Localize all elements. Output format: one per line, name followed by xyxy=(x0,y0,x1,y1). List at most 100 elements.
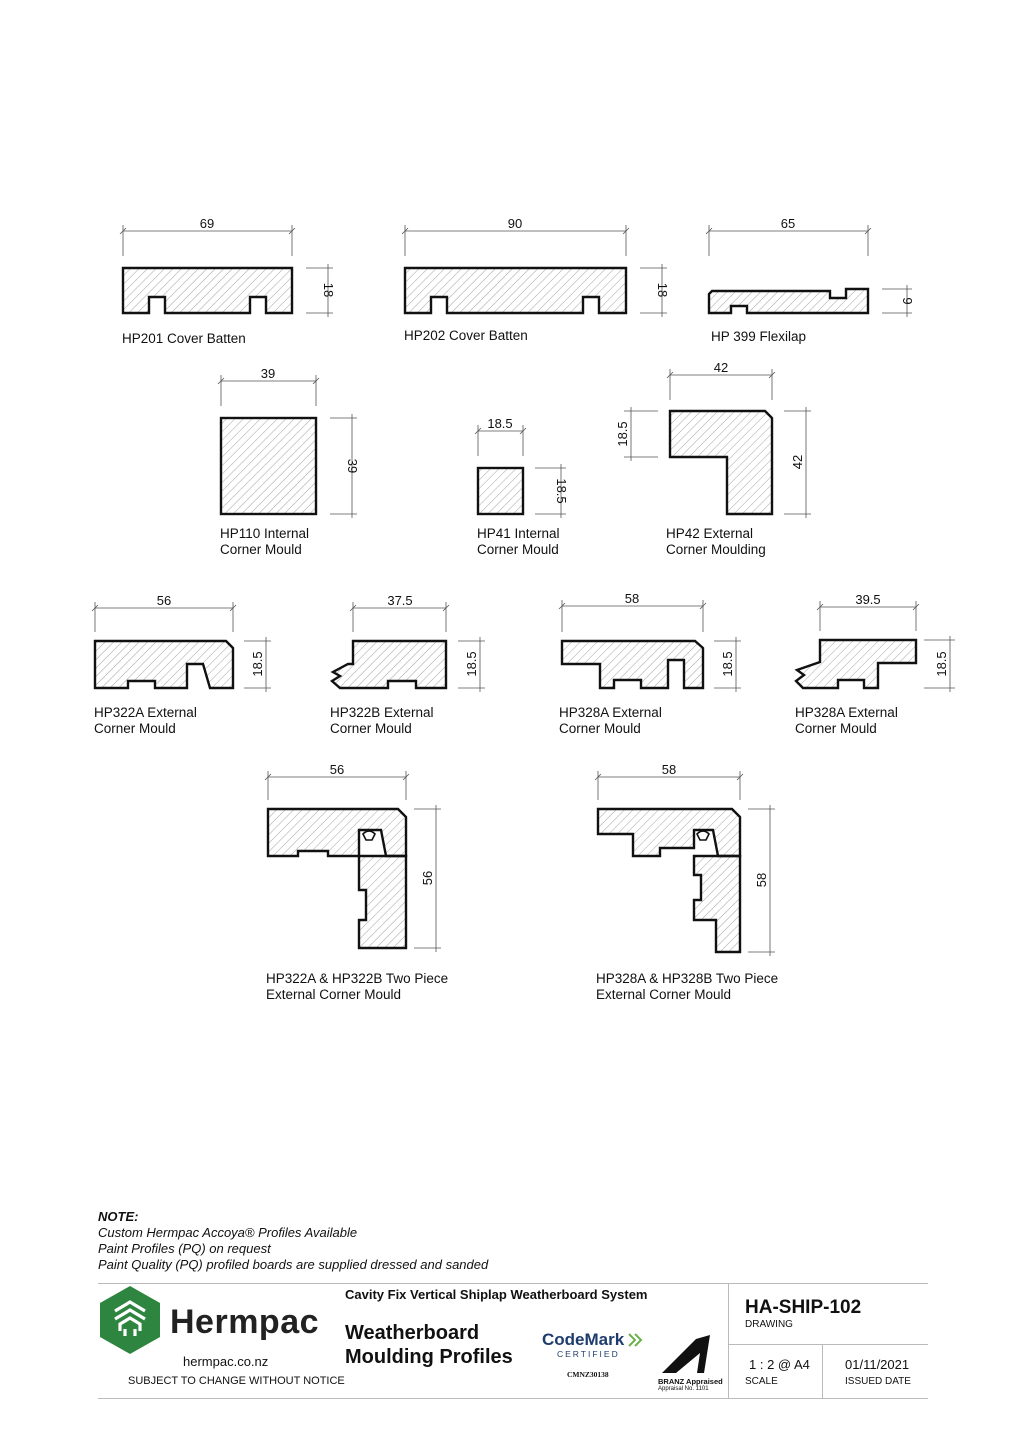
codemark-certified: CERTIFIED xyxy=(557,1349,620,1359)
label-line: Corner Mould xyxy=(94,721,176,736)
label-line: HP322B External xyxy=(330,705,434,720)
hp201-height-dim: 18 xyxy=(321,283,336,297)
title-block-bottom-border xyxy=(98,1398,928,1399)
label-line: Corner Mould xyxy=(330,721,412,736)
hp322b-profile xyxy=(329,639,448,690)
note-line: Paint Profiles (PQ) on request xyxy=(98,1241,271,1256)
label-line: HP328A External xyxy=(795,705,898,720)
hp41-width-dim: 18.5 xyxy=(487,416,512,431)
hp110-label: HP110 Internal Corner Mould xyxy=(220,526,309,558)
label-line: HP41 Internal xyxy=(477,526,560,541)
sheet-title-line-2: Moulding Profiles xyxy=(345,1346,513,1368)
hp328-two-piece-label: HP328A & HP328B Two Piece External Corne… xyxy=(596,971,778,1003)
title-block: Hermpac hermpac.co.nz SUBJECT TO CHANGE … xyxy=(98,1283,928,1399)
label-line: Corner Mould xyxy=(477,542,559,557)
hp42-profile xyxy=(668,409,774,516)
hp202-label: HP202 Cover Batten xyxy=(404,328,528,344)
hp328-two-piece-height-dim: 58 xyxy=(754,873,769,887)
hp328a-profile xyxy=(560,639,705,690)
title-block-top-border xyxy=(98,1283,928,1284)
hp328a-2-width-dim: 39.5 xyxy=(855,592,880,607)
drawing-label: DRAWING xyxy=(745,1319,793,1330)
drawing-number: HA-SHIP-102 xyxy=(745,1297,862,1318)
hp328-two-piece-width-dim: 58 xyxy=(662,762,676,777)
hp399-height-dim: 9 xyxy=(900,297,915,304)
label-line: Corner Mould xyxy=(220,542,302,557)
note-title: NOTE: xyxy=(98,1209,139,1224)
label-line: Corner Moulding xyxy=(666,542,766,557)
hp322a-height-dim: 18.5 xyxy=(250,651,265,676)
hp328a-2-height-dim: 18.5 xyxy=(934,651,949,676)
label-line: HP42 External xyxy=(666,526,754,541)
note-line: Paint Quality (PQ) profiled boards are s… xyxy=(98,1257,489,1272)
hp322b-height-dim: 18.5 xyxy=(464,651,479,676)
hp399-profile xyxy=(707,287,870,315)
label-line: External Corner Mould xyxy=(266,987,402,1002)
note-line: Custom Hermpac Accoya® Profiles Availabl… xyxy=(98,1225,358,1240)
hp110-width-dim: 39 xyxy=(261,366,275,381)
hermpac-logo-icon xyxy=(100,1286,160,1354)
hp322-groove-detail xyxy=(362,830,376,841)
hp201-profile xyxy=(121,266,294,315)
codemark-number: CMNZ30138 xyxy=(567,1370,609,1379)
hp328a-height-dim: 18.5 xyxy=(720,651,735,676)
label-line: HP110 Internal xyxy=(220,526,310,541)
hp41-label: HP41 Internal Corner Mould xyxy=(477,526,560,558)
hp399-width-dim: 65 xyxy=(781,216,795,231)
hp110-profile xyxy=(219,416,318,516)
hp202-width-dim: 90 xyxy=(508,216,522,231)
hp328a-label: HP328A External Corner Mould xyxy=(559,705,662,737)
issued-date-value: 01/11/2021 xyxy=(845,1357,910,1372)
hp322-two-piece-side-profile xyxy=(357,854,408,950)
label-line: HP322A External xyxy=(94,705,197,720)
title-block-cell-divider xyxy=(822,1344,823,1399)
sheet-title-line-1: Weatherboard xyxy=(345,1322,480,1344)
branz-appraised: BRANZ Appraised xyxy=(658,1377,723,1386)
hp328a-2-label: HP328A External Corner Mould xyxy=(795,705,898,737)
hp42-label: HP42 External Corner Moulding xyxy=(666,526,766,558)
hp42-height-dim: 42 xyxy=(790,455,805,469)
hp41-height-dim: 18.5 xyxy=(554,478,569,503)
label-line: Corner Mould xyxy=(559,721,641,736)
title-block-row-divider xyxy=(728,1344,928,1345)
title-block-divider xyxy=(728,1283,729,1399)
hp110-height-dim: 39 xyxy=(345,459,360,473)
hp328a-2-profile xyxy=(794,638,918,690)
label-line: HP328A External xyxy=(559,705,662,720)
hp322-two-piece-label: HP322A & HP322B Two Piece External Corne… xyxy=(266,971,448,1003)
scale-value: 1 : 2 @ A4 xyxy=(749,1357,810,1372)
company-website[interactable]: hermpac.co.nz xyxy=(183,1354,269,1369)
branz-number: Appraisal No. 1101 xyxy=(658,1386,709,1392)
hp42-flange-dim: 18.5 xyxy=(615,421,630,446)
system-name: Cavity Fix Vertical Shiplap Weatherboard… xyxy=(345,1287,648,1302)
hp399-label: HP 399 Flexilap xyxy=(711,329,806,345)
label-line: External Corner Mould xyxy=(596,987,732,1002)
label-line: HP201 Cover Batten xyxy=(122,331,246,346)
hp322a-label: HP322A External Corner Mould xyxy=(94,705,197,737)
hp328a-width-dim: 58 xyxy=(625,591,639,606)
label-line: HP202 Cover Batten xyxy=(404,328,528,343)
hp322a-width-dim: 56 xyxy=(157,593,171,608)
hp328-two-piece-top-profile xyxy=(596,807,742,858)
hp42-width-dim: 42 xyxy=(714,360,728,375)
hp322b-label: HP322B External Corner Mould xyxy=(330,705,434,737)
note-block: NOTE: Custom Hermpac Accoya® Profiles Av… xyxy=(98,1209,488,1273)
scale-label: SCALE xyxy=(745,1376,778,1387)
hp322b-width-dim: 37.5 xyxy=(387,593,412,608)
hp202-profile xyxy=(403,266,628,315)
codemark-chevron-icon xyxy=(628,1333,643,1347)
codemark-logo: CodeMark xyxy=(542,1330,625,1349)
hp322-two-piece-top-profile xyxy=(266,807,408,858)
hp202-height-dim: 18 xyxy=(655,283,670,297)
disclaimer: SUBJECT TO CHANGE WITHOUT NOTICE xyxy=(128,1375,345,1387)
label-line: HP328A & HP328B Two Piece xyxy=(596,971,779,986)
label-line: Corner Mould xyxy=(795,721,877,736)
branz-logo-icon xyxy=(662,1335,710,1373)
hp328-two-piece-side-profile xyxy=(692,854,742,954)
hp322a-profile xyxy=(93,639,235,690)
issued-date-label: ISSUED DATE xyxy=(845,1376,911,1387)
hp201-label: HP201 Cover Batten xyxy=(122,331,246,347)
hp322-two-piece-height-dim: 56 xyxy=(420,871,435,885)
